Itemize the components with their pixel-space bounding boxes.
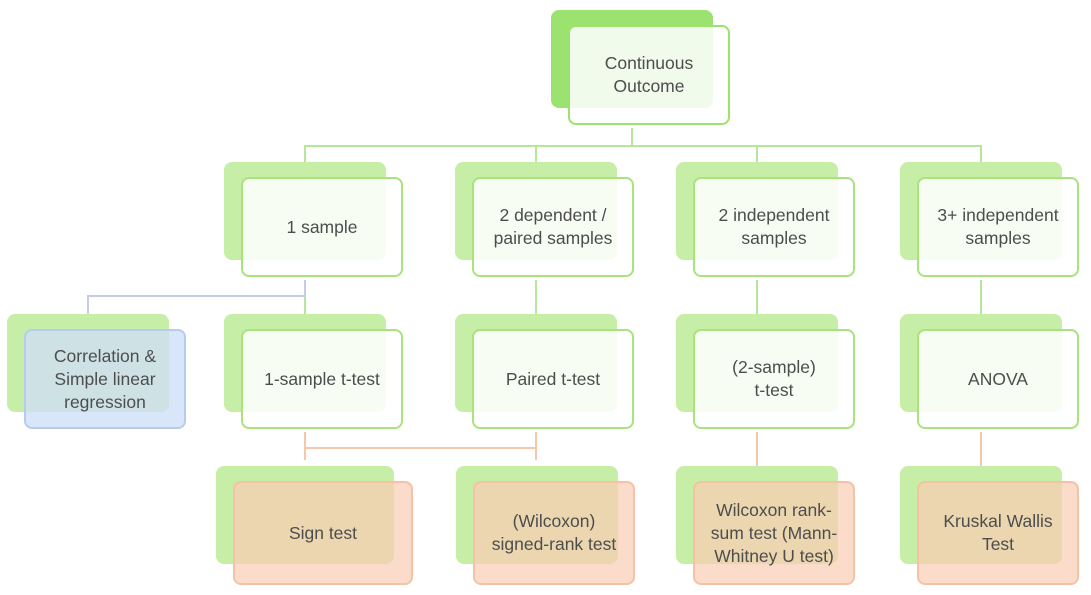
correlation-node: Correlation & Simple linear regression: [7, 314, 190, 429]
test-label: Paired t-test: [472, 329, 634, 429]
nonparametric-node-sign-test: Sign test: [216, 466, 413, 585]
test-node-anova: ANOVA: [900, 314, 1083, 429]
category-test-connector: [304, 280, 982, 330]
category-label: 2 dependent / paired samples: [472, 177, 634, 277]
nonparametric-connector: [304, 432, 982, 480]
category-node-1-sample: 1 sample: [224, 162, 407, 277]
correlation-label: Correlation & Simple linear regression: [24, 329, 186, 429]
test-label: ANOVA: [917, 329, 1079, 429]
category-node-paired: 2 dependent / paired samples: [455, 162, 638, 277]
category-node-3plus-independent: 3+ independent samples: [900, 162, 1083, 277]
correlation-connector: [87, 280, 306, 330]
nonparametric-label: Wilcoxon rank- sum test (Mann- Whitney U…: [693, 481, 855, 585]
nonparametric-label: Kruskal Wallis Test: [917, 481, 1079, 585]
nonparametric-node-rank-sum: Wilcoxon rank- sum test (Mann- Whitney U…: [676, 466, 859, 585]
test-node-2-sample-t-test: (2-sample) t-test: [676, 314, 859, 429]
root-label: Continuous Outcome: [568, 25, 730, 125]
category-label: 3+ independent samples: [917, 177, 1079, 277]
nonparametric-label: (Wilcoxon) signed-rank test: [473, 481, 635, 585]
nonparametric-label: Sign test: [233, 481, 413, 585]
category-label: 1 sample: [241, 177, 403, 277]
nonparametric-node-signed-rank: (Wilcoxon) signed-rank test: [456, 466, 639, 585]
test-node-paired-t-test: Paired t-test: [455, 314, 638, 429]
category-label: 2 independent samples: [693, 177, 855, 277]
test-label: 1-sample t-test: [241, 329, 403, 429]
category-node-2-independent: 2 independent samples: [676, 162, 859, 277]
nonparametric-node-kruskal-wallis: Kruskal Wallis Test: [900, 466, 1083, 585]
test-node-1-sample-t-test: 1-sample t-test: [224, 314, 407, 429]
test-label: (2-sample) t-test: [693, 329, 855, 429]
root-node: Continuous Outcome: [551, 10, 734, 125]
